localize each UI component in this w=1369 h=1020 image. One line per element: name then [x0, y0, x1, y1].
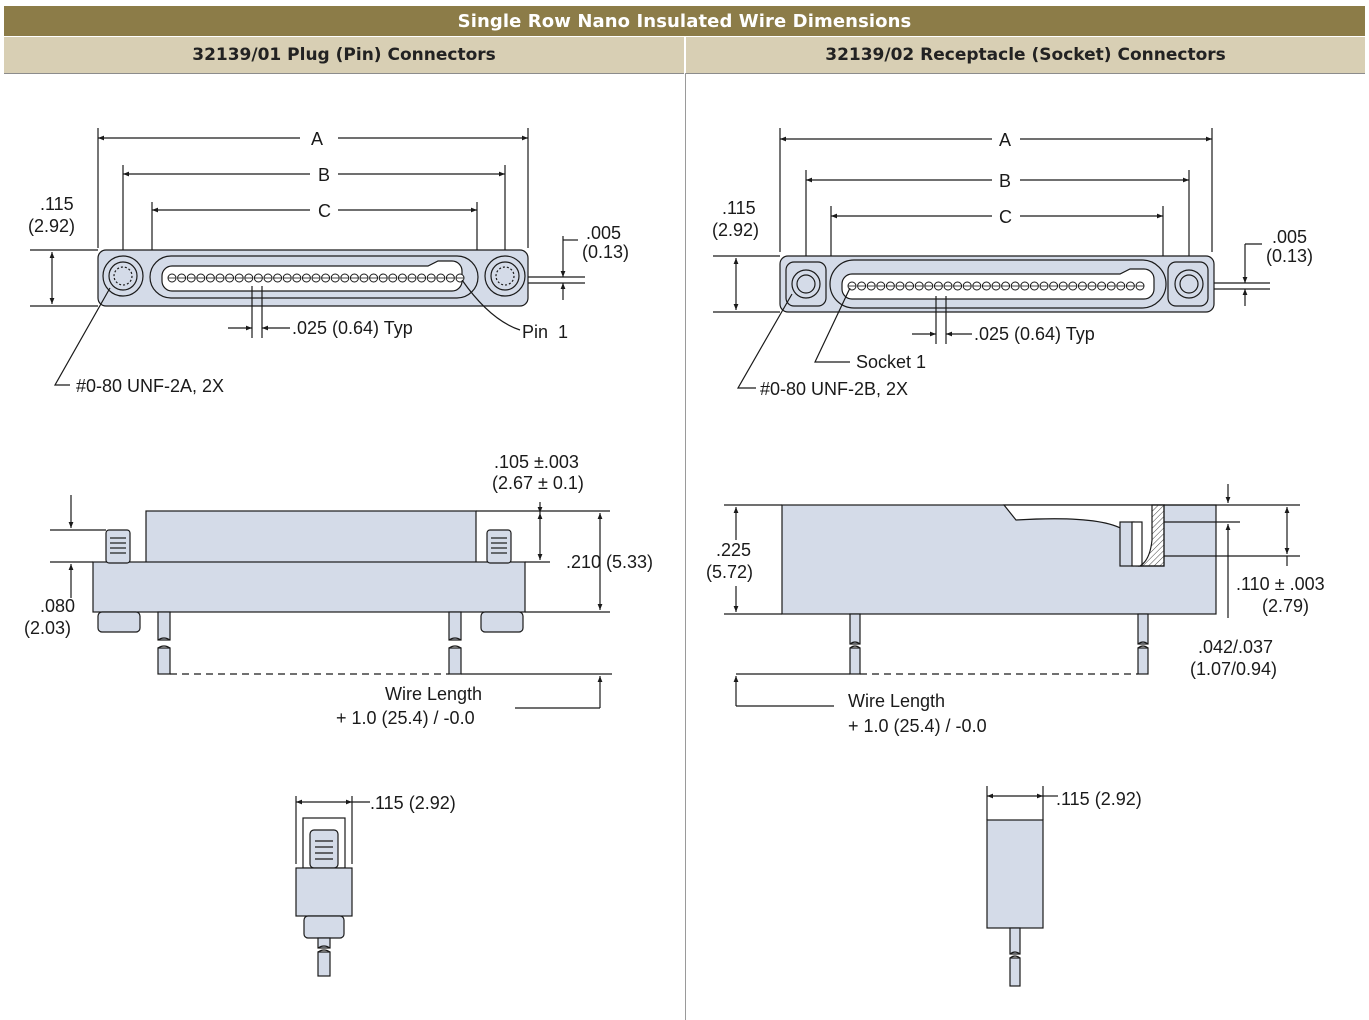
plug-gap-mm: (0.13): [582, 242, 629, 262]
receptacle-flange-in: .115: [722, 198, 756, 218]
receptacle-pitch: .025 (0.64) Typ: [974, 324, 1095, 344]
receptacle-end-view: [986, 786, 1058, 987]
plug-top-view: [30, 128, 585, 386]
receptacle-thread: #0-80 UNF-2B, 2X: [760, 379, 908, 399]
receptacle-top-labels: A B C .115 (2.92) .005 (0.13) .025 (0.64…: [712, 130, 1313, 399]
receptacle-dim-b: B: [999, 171, 1011, 191]
receptacle-end-width: .115 (2.92): [1056, 789, 1142, 809]
receptacle-thread-in: .042/.037: [1198, 637, 1273, 657]
receptacle-wire-label: Wire Length: [848, 691, 945, 711]
plug-end-view: [295, 796, 370, 977]
receptacle-gap-mm: (0.13): [1266, 246, 1313, 266]
plug-post-mm: (2.03): [24, 618, 71, 638]
receptacle-depth-in: .110 ± .003: [1236, 574, 1325, 594]
plug-body-in: .105 ±.003: [494, 452, 579, 472]
plug-top-labels: A B C .115 (2.92) .005 (0.13) .025 (0.64…: [28, 129, 629, 396]
plug-body-mm: (2.67 ± 0.1): [492, 473, 584, 493]
plug-side-labels: .105 ±.003 (2.67 ± 0.1) .210 (5.33) .080…: [24, 452, 653, 728]
receptacle-side-labels: .225 (5.72) .110 ± .003 (2.79) .042/.037…: [706, 540, 1325, 736]
plug-side-view: [92, 510, 526, 675]
column-divider: [685, 73, 686, 1020]
receptacle-gap-in: .005: [1272, 227, 1307, 247]
receptacle-height-mm: (5.72): [706, 562, 753, 582]
plug-dim-b: B: [318, 165, 330, 185]
plug-dim-a: A: [311, 129, 323, 149]
plug-wire-label: Wire Length: [385, 684, 482, 704]
plug-end-width: .115 (2.92): [370, 793, 456, 813]
receptacle-side-dims: [724, 484, 1300, 707]
receptacle-wire-tol: + 1.0 (25.4) / -0.0: [848, 716, 987, 736]
plug-side-dims: [50, 495, 612, 709]
plug-flange-in: .115: [40, 194, 74, 214]
plug-gap-in: .005: [586, 223, 621, 243]
plug-post-in: .080: [40, 596, 75, 616]
receptacle-socket-row: [847, 281, 1145, 291]
receptacle-flange-mm: (2.92): [712, 220, 759, 240]
plug-pitch: .025 (0.64) Typ: [292, 318, 413, 338]
receptacle-dim-c: C: [999, 207, 1012, 227]
receptacle-depth-mm: (2.79): [1262, 596, 1309, 616]
plug-height: .210 (5.33): [566, 552, 653, 572]
receptacle-top-view: [713, 128, 1270, 389]
receptacle-thread-mm: (1.07/0.94): [1190, 659, 1277, 679]
plug-pin-label: Pin 1: [522, 322, 568, 342]
plug-wire-tol: + 1.0 (25.4) / -0.0: [336, 708, 475, 728]
column-heading-receptacle: 32139/02 Receptacle (Socket) Connectors: [686, 37, 1365, 74]
column-heading-plug: 32139/01 Plug (Pin) Connectors: [4, 37, 684, 74]
plug-dim-c: C: [318, 201, 331, 221]
receptacle-dim-a: A: [999, 130, 1011, 150]
plug-thread: #0-80 UNF-2A, 2X: [76, 376, 224, 396]
receptacle-height-in: .225: [716, 540, 751, 560]
plug-pin-row: [167, 273, 465, 283]
page-title: Single Row Nano Insulated Wire Dimension…: [4, 6, 1365, 36]
receptacle-side-view: [781, 504, 1217, 675]
receptacle-socket-label: Socket 1: [856, 352, 926, 372]
plug-flange-mm: (2.92): [28, 216, 75, 236]
